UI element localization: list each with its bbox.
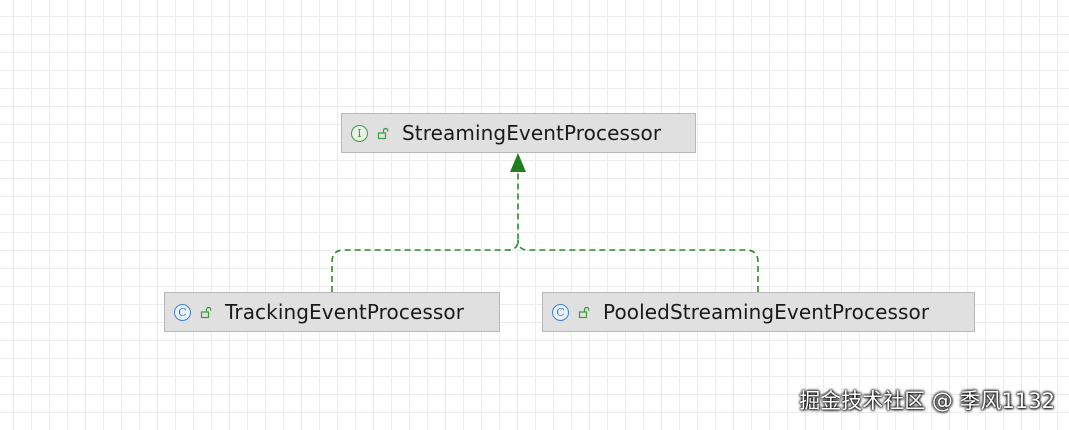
watermark: 掘金技术社区 @ 季风1132 xyxy=(799,389,1055,413)
class-node-tracking-event-processor[interactable]: C TrackingEventProcessor xyxy=(164,292,500,332)
node-label: TrackingEventProcessor xyxy=(225,300,465,324)
public-lock-icon xyxy=(578,306,590,318)
interface-icon: I xyxy=(351,124,368,142)
class-icon: C xyxy=(174,303,191,321)
class-node-pooled-streaming-event-processor[interactable]: C PooledStreamingEventProcessor xyxy=(542,292,975,332)
public-lock-icon xyxy=(200,306,212,318)
connector-line-right xyxy=(517,239,759,292)
connector-line-left xyxy=(331,172,519,292)
class-icon: C xyxy=(552,303,569,321)
interface-node-streaming-event-processor[interactable]: I StreamingEventProcessor xyxy=(341,113,696,153)
implements-arrowhead xyxy=(510,153,526,172)
public-lock-icon xyxy=(377,127,389,139)
node-label: PooledStreamingEventProcessor xyxy=(603,300,930,324)
node-label: StreamingEventProcessor xyxy=(402,121,662,145)
